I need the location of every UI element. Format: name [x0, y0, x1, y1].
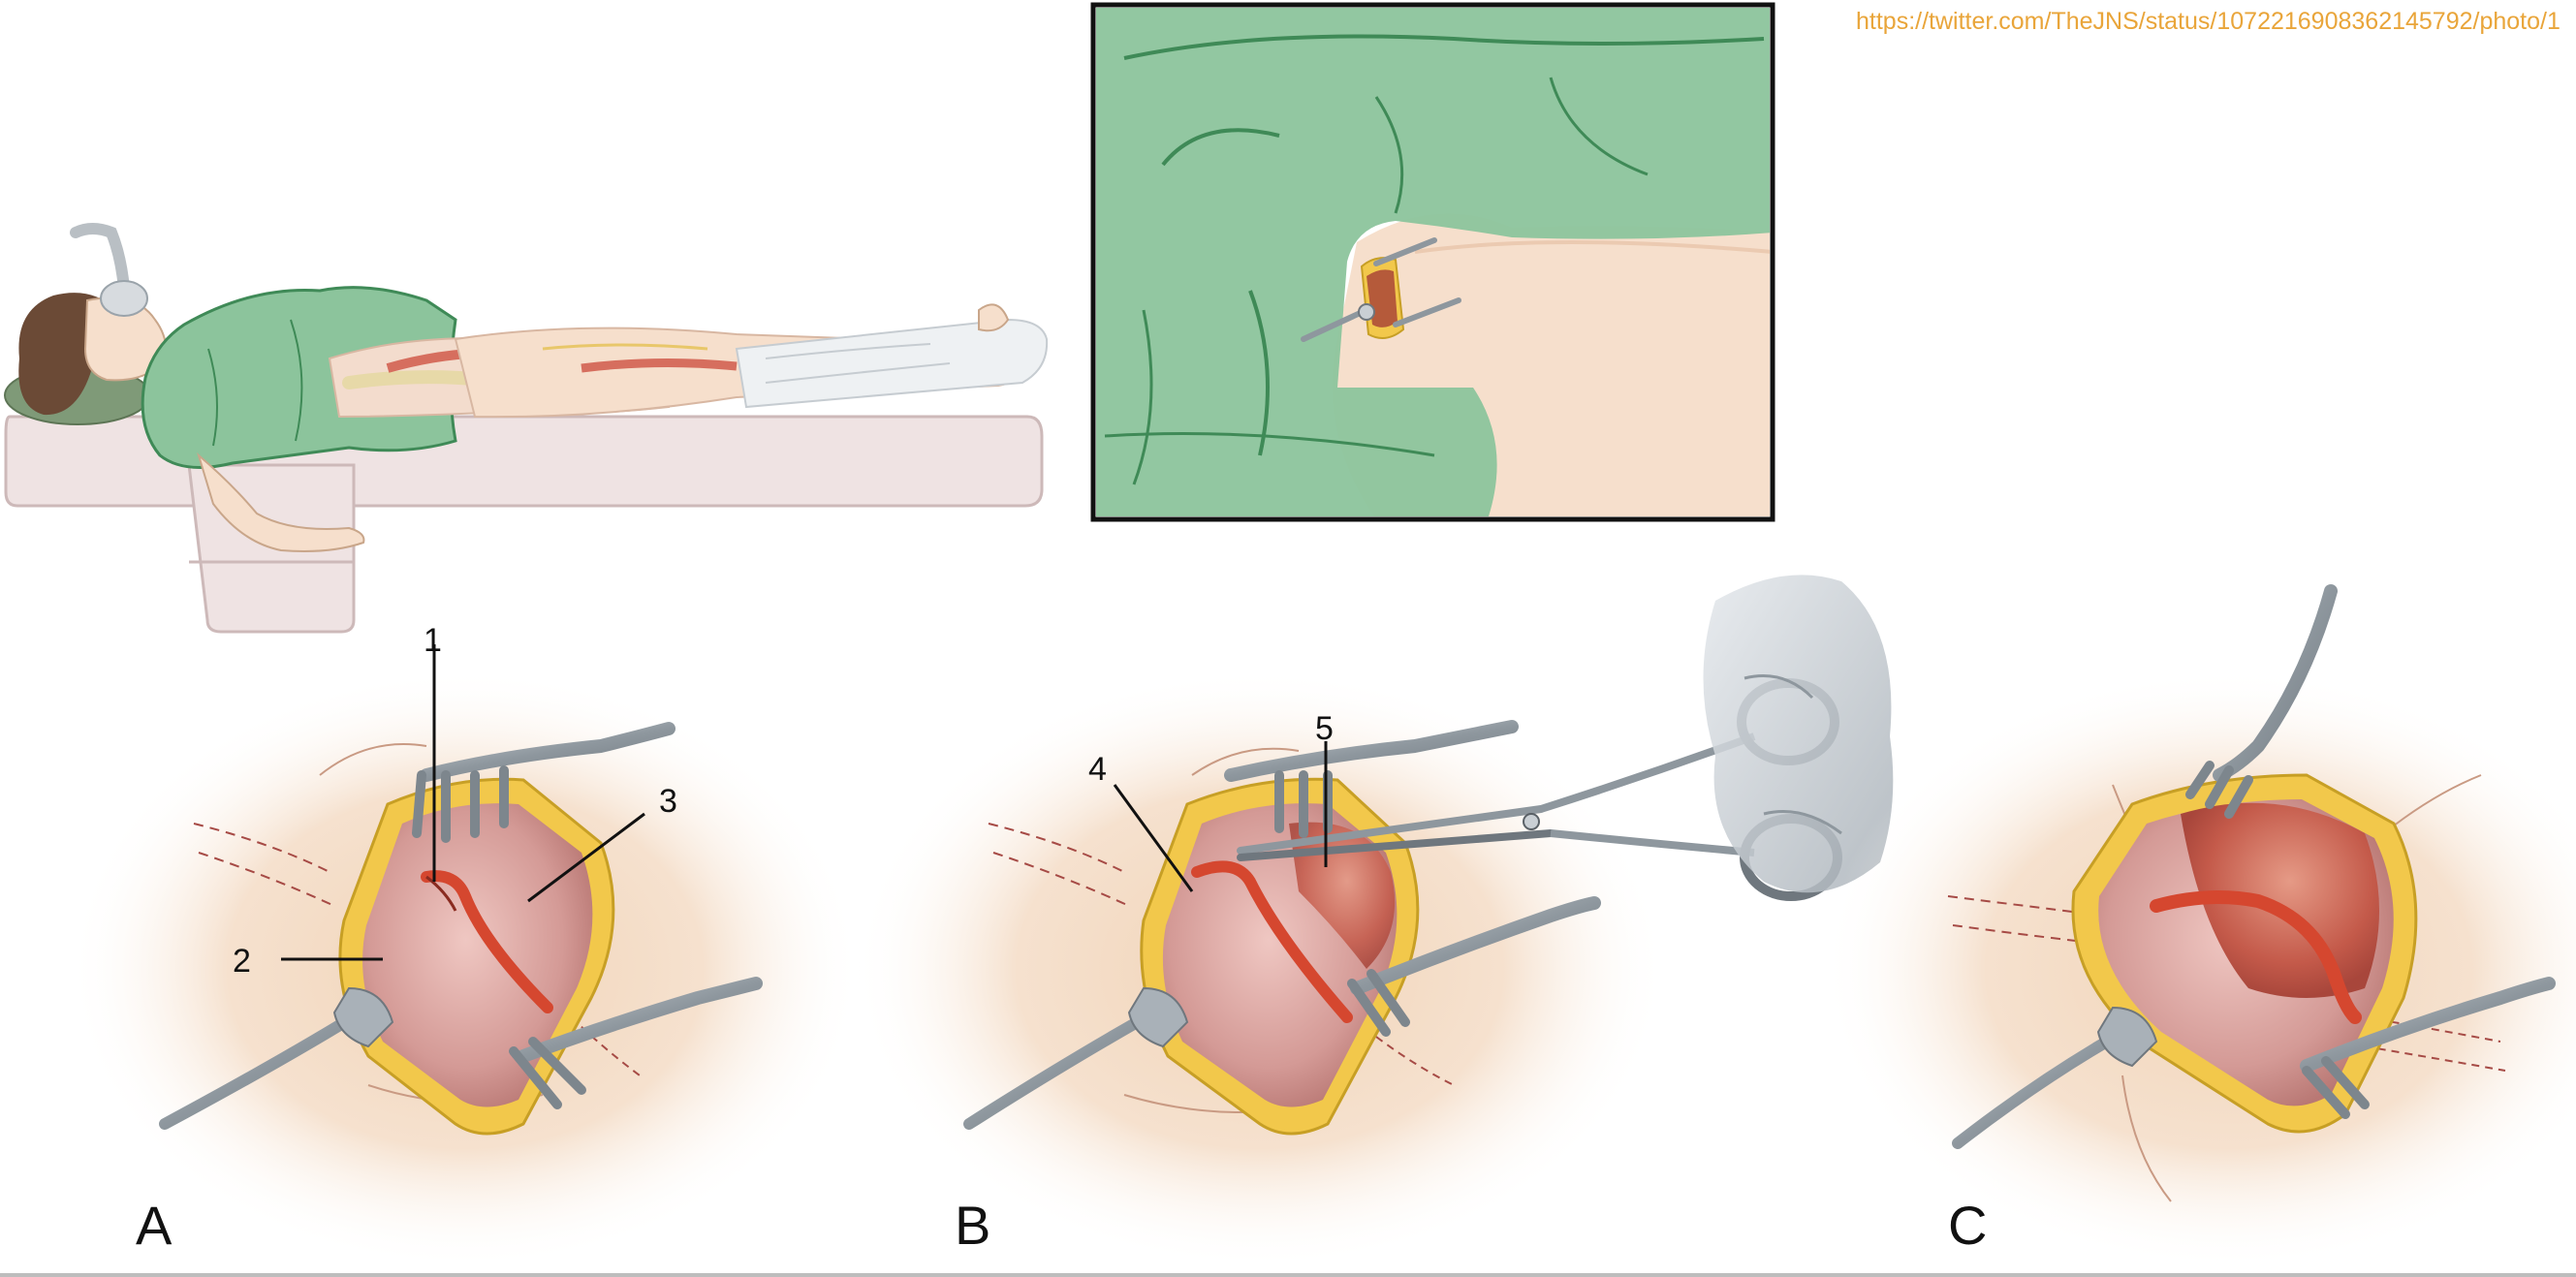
- bottom-divider: [0, 1273, 2576, 1277]
- callout-2: 2: [233, 943, 251, 980]
- surgical-field-a: 1 2 3: [68, 622, 863, 1269]
- source-url: https://twitter.com/TheJNS/status/107221…: [1856, 8, 2560, 35]
- callout-lines-b: [1113, 741, 1328, 892]
- retractor-icon: [2185, 584, 2338, 819]
- callout-1: 1: [424, 622, 442, 659]
- patient-on-table-illustration: [4, 223, 1049, 634]
- panel-label-b: B: [955, 1195, 991, 1256]
- retractor-icon: [1347, 896, 1601, 1037]
- callout-lines-a: [281, 644, 645, 961]
- surgical-field-c: [1822, 584, 2576, 1269]
- retractor-icon: [509, 977, 763, 1109]
- gloved-hand: [1703, 575, 1894, 893]
- inset-drape-view: [1090, 2, 1775, 522]
- retractor-icon: [1224, 720, 1519, 838]
- surgical-field-b: 4 5: [853, 575, 1894, 1269]
- callout-4: 4: [1088, 751, 1107, 788]
- callout-5: 5: [1315, 710, 1334, 747]
- panel-label-a: A: [136, 1195, 173, 1256]
- callout-3: 3: [659, 783, 677, 820]
- retractor-icon: [412, 722, 675, 843]
- panel-label-c: C: [1948, 1195, 1988, 1256]
- retractor-icon: [2300, 977, 2556, 1119]
